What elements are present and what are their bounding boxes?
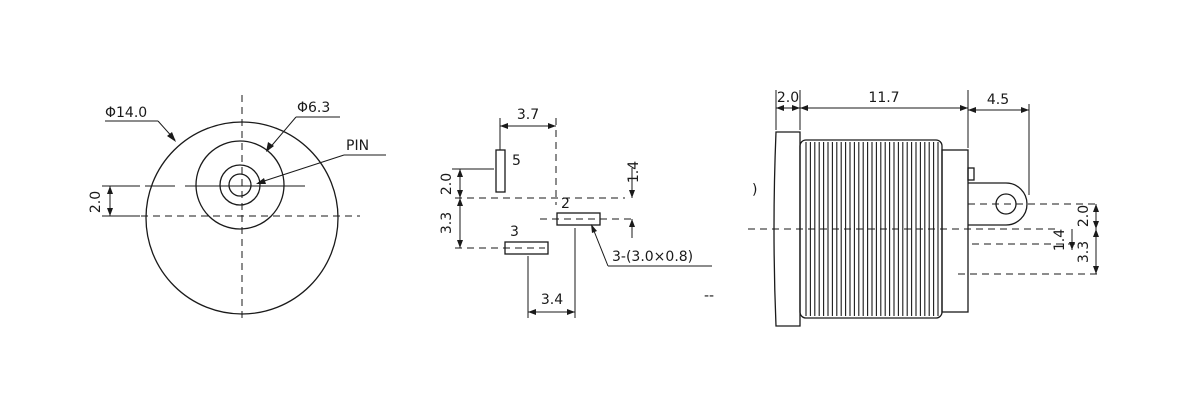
spacing-bottom-arrow-left xyxy=(528,309,536,315)
side-view: 2.0 11.7 4.5 2.0 3.3 1.4 ) -- xyxy=(704,90,1100,327)
spacing-top-label: 3.7 xyxy=(517,107,539,123)
pad-5 xyxy=(495,149,506,193)
pin-label: PIN xyxy=(346,138,369,154)
socket-circle xyxy=(219,164,261,206)
v-upper-arrow-top xyxy=(457,169,463,177)
pin-length-label: 4.5 xyxy=(987,92,1009,108)
pad-spec-label: 3-(3.0×0.8) xyxy=(612,249,693,265)
spacing-top-arrow-left xyxy=(500,123,508,129)
stray-mark-dash: -- xyxy=(704,288,714,304)
right-arrow-3-3-bottom xyxy=(1093,266,1099,274)
inner-diameter-arrow xyxy=(266,142,274,152)
right-arrow-2-0-bottom xyxy=(1093,221,1099,229)
v-lower-arrow-top xyxy=(457,198,463,206)
pin-length-arrow-right xyxy=(1021,107,1029,113)
footprint-view: 5 2 3 3.7 2.0 3.3 1.4 xyxy=(439,107,712,318)
pin-circle xyxy=(228,173,252,197)
v-right-label: 1.4 xyxy=(626,161,642,183)
inner-ring-circle xyxy=(195,140,285,230)
outer-diameter-arrow xyxy=(167,132,176,142)
pin-length-arrow-left xyxy=(968,107,976,113)
pad-spec-leader xyxy=(591,225,609,267)
v-upper-arrow-bottom xyxy=(457,190,463,198)
rear-housing xyxy=(941,149,969,313)
flange xyxy=(773,131,801,327)
rear-tab xyxy=(967,167,975,181)
body-arrow-left xyxy=(800,105,808,111)
v-upper-label: 2.0 xyxy=(439,173,455,195)
flange-label: 2.0 xyxy=(777,90,799,106)
flange-arrow-left xyxy=(776,105,784,111)
right-label-3-3: 3.3 xyxy=(1076,241,1092,263)
offset-arrow-bottom xyxy=(107,208,113,216)
right-arrow-3-3-top xyxy=(1093,229,1099,237)
pad-2-number: 2 xyxy=(561,196,570,212)
pin-arrow xyxy=(256,178,266,184)
front-view: 2.0 Φ14.0 Φ6.3 PIN xyxy=(88,95,386,322)
pad-5-number: 5 xyxy=(512,153,521,169)
right-arrow-1-4-bottom xyxy=(1069,242,1075,250)
offset-arrow-top xyxy=(107,186,113,194)
v-right-arrow-bottom xyxy=(629,219,635,227)
inner-diameter-label: Φ6.3 xyxy=(297,100,330,116)
right-label-1-4: 1.4 xyxy=(1052,229,1068,251)
pin-leader xyxy=(257,154,345,184)
body-arrow-right xyxy=(960,105,968,111)
pad-spec-arrow xyxy=(591,224,597,233)
v-lower-arrow-bottom xyxy=(457,240,463,248)
spacing-bottom-arrow-right xyxy=(567,309,575,315)
pad-3-number: 3 xyxy=(510,224,519,240)
v-right-arrow-top xyxy=(629,190,635,198)
right-arrow-2-0-top xyxy=(1093,204,1099,212)
outer-diameter-label: Φ14.0 xyxy=(105,105,147,121)
body-label: 11.7 xyxy=(868,90,899,106)
inner-diameter-leader xyxy=(267,116,297,151)
right-label-2-0: 2.0 xyxy=(1076,205,1092,227)
solder-lug xyxy=(968,182,1028,226)
v-lower-label: 3.3 xyxy=(439,212,455,234)
offset-label: 2.0 xyxy=(88,191,104,213)
spacing-top-arrow-right xyxy=(548,123,556,129)
stray-mark-paren: ) xyxy=(752,182,757,198)
flange-arrow-right xyxy=(792,105,800,111)
spacing-bottom-label: 3.4 xyxy=(541,292,563,308)
